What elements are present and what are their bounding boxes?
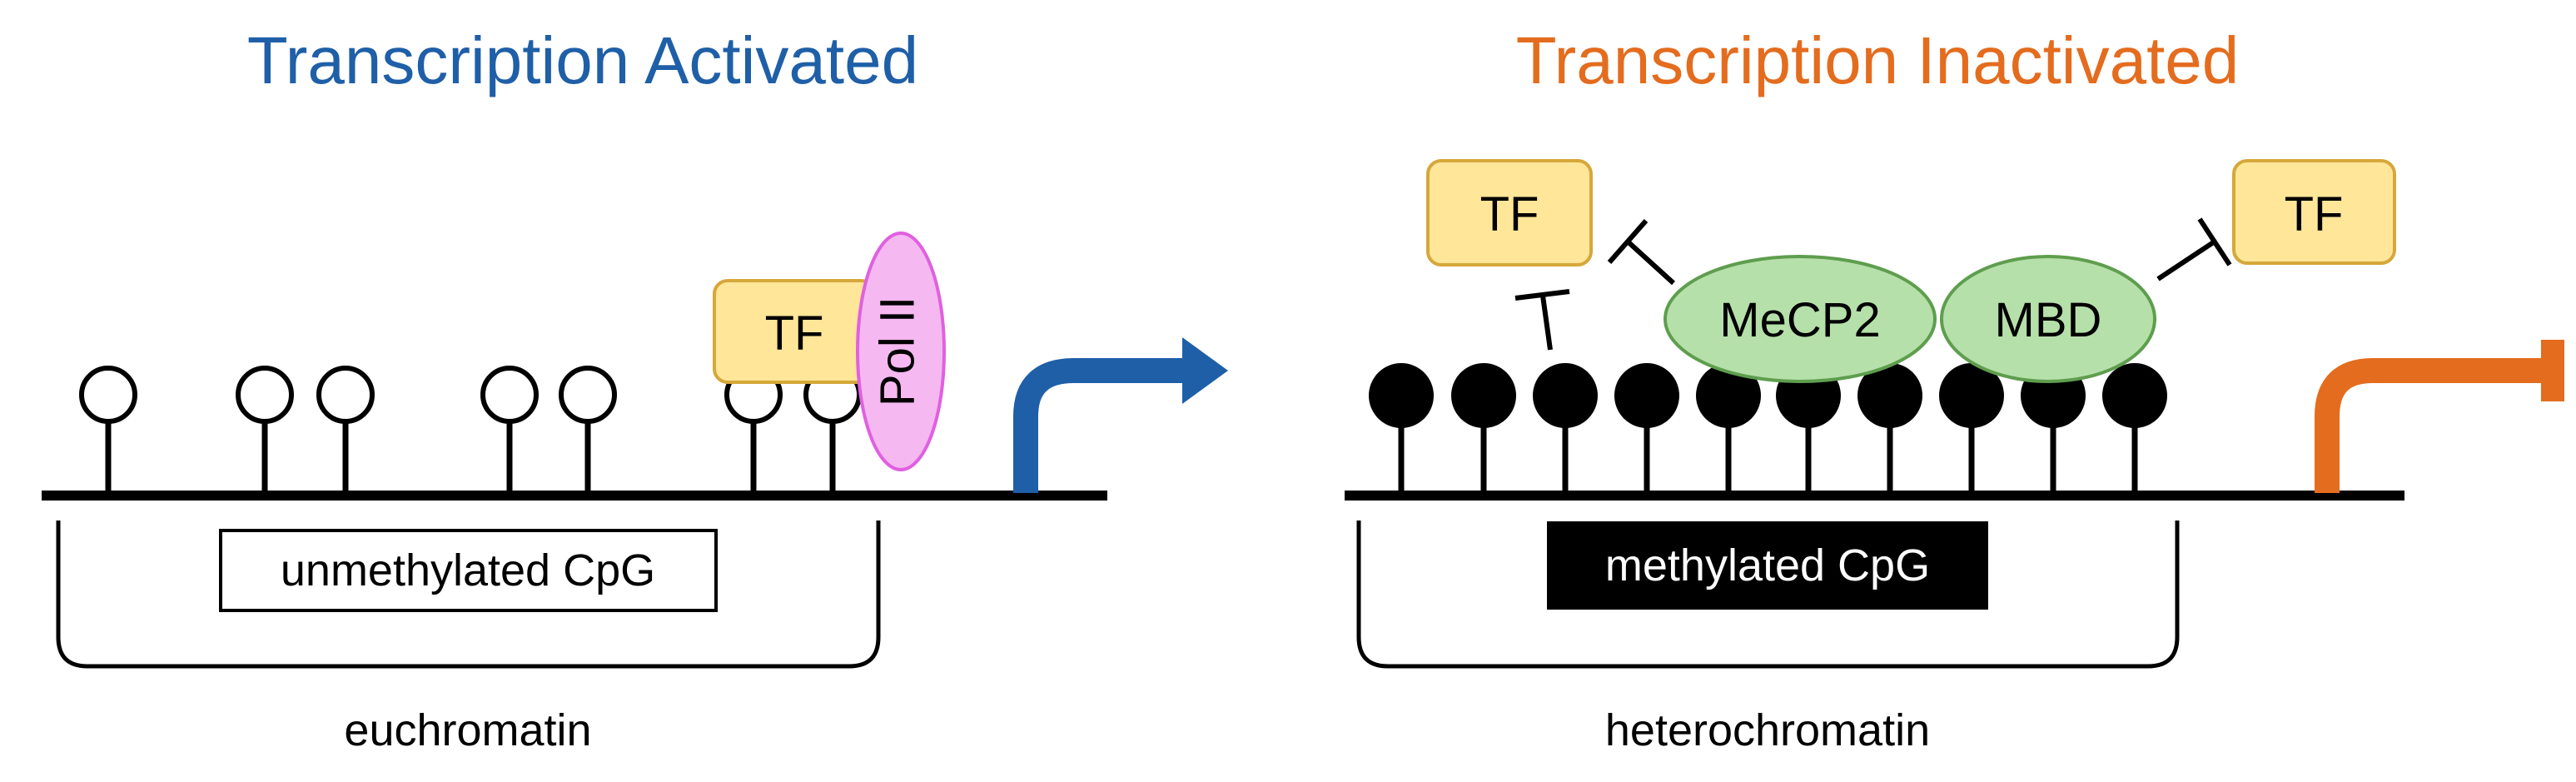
pol-ii-ellipse: Pol II: [856, 232, 946, 471]
right-cpg-sites: [1369, 363, 2167, 491]
cpg-site: [480, 366, 539, 491]
right-tf-right-box: TF: [2232, 159, 2396, 265]
mbd-ellipse: MBD: [1940, 255, 2156, 383]
cpg-site: [1614, 363, 1679, 491]
right-tf-left-label: TF: [1480, 187, 1539, 242]
left-panel: Transcription Activated unmethylated CpG…: [42, 23, 1228, 755]
cpg-site: [2102, 363, 2167, 491]
euchromatin-label: euchromatin: [344, 705, 591, 755]
cpg-site: [1696, 363, 1761, 491]
cpg-site: [1369, 363, 1434, 491]
inhibition-cpg-to-tf: [1514, 289, 1570, 351]
left-tf-box: TF: [713, 279, 876, 384]
unmethylated-cpg-circle: [559, 366, 617, 424]
cpg-site: [803, 366, 862, 491]
cpg-site: [1776, 363, 1841, 491]
methylated-cpg-circle: [1614, 363, 1679, 428]
unmethylated-cpg-circle: [316, 366, 375, 424]
mecp2-ellipse: MeCP2: [1663, 255, 1937, 383]
unmethylated-label: unmethylated CpG: [281, 545, 655, 595]
heterochromatin-label: heterochromatin: [1605, 705, 1930, 755]
unmethylated-cpg-circle: [79, 366, 137, 424]
methylated-cpg-circle: [1451, 363, 1516, 428]
cpg-site: [1857, 363, 1922, 491]
cpg-site: [1533, 363, 1598, 491]
left-tf-label: TF: [765, 306, 824, 361]
cpg-site: [2021, 363, 2086, 491]
right-panel: Transcription Inactivated TF TF: [1345, 23, 2564, 755]
euchromatin-bracket: [56, 521, 881, 669]
methylated-cpg-circle: [1939, 363, 2004, 428]
cpg-site: [559, 366, 617, 491]
cpg-site: [1939, 363, 2004, 491]
mbd-label: MBD: [1995, 293, 2102, 347]
heterochromatin-bracket: [1356, 521, 2180, 669]
methylated-cpg-circle: [1857, 363, 1922, 428]
right-tf-right-label: TF: [2285, 187, 2344, 242]
right-title: Transcription Inactivated: [1516, 23, 2240, 97]
transcription-blocked-arrow: [2315, 340, 2564, 493]
left-cpg-sites: [79, 366, 862, 491]
right-tf-left-box: TF: [1426, 159, 1593, 266]
methylated-label-box: methylated CpG: [1547, 521, 1988, 610]
transcription-active-arrow: [1013, 337, 1228, 493]
unmethylated-cpg-circle: [480, 366, 539, 424]
mecp2-label: MeCP2: [1719, 293, 1880, 347]
methylated-cpg-circle: [1369, 363, 1434, 428]
unmethylated-cpg-circle: [236, 366, 294, 424]
cpg-site: [1451, 363, 1516, 491]
methylated-label: methylated CpG: [1605, 540, 1930, 590]
pol-ii-label: Pol II: [870, 296, 924, 406]
inhibition-mecp2-to-tf: [1607, 219, 1676, 286]
inhibition-mbd-to-tf: [2156, 217, 2232, 281]
cpg-site: [316, 366, 375, 491]
methylated-cpg-circle: [1533, 363, 1598, 428]
left-title: Transcription Activated: [247, 23, 918, 97]
cpg-site: [724, 366, 783, 491]
cpg-site: [236, 366, 294, 491]
methylated-cpg-circle: [2102, 363, 2167, 428]
unmethylated-label-box: unmethylated CpG: [219, 529, 718, 612]
cpg-site: [79, 366, 137, 491]
inhibition-symbols: [1514, 217, 2232, 351]
